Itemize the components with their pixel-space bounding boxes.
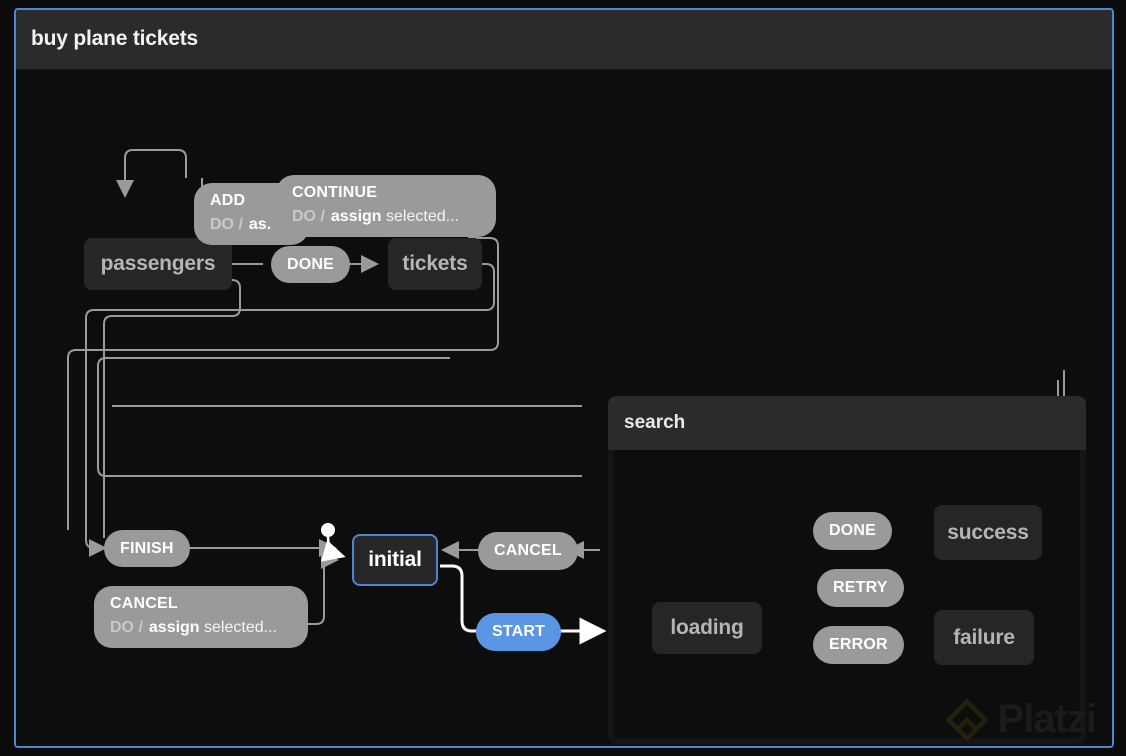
page-title: buy plane tickets bbox=[31, 27, 198, 50]
state-node-passengers[interactable]: passengers bbox=[84, 238, 232, 290]
state-node-failure[interactable]: failure bbox=[934, 610, 1034, 665]
event-label: FINISH bbox=[120, 539, 174, 557]
state-node-tickets[interactable]: tickets bbox=[388, 238, 482, 290]
state-node-success[interactable]: success bbox=[934, 505, 1042, 560]
compound-state-search[interactable]: search bbox=[608, 396, 1086, 744]
event-pill-cancel-search[interactable]: CANCEL bbox=[478, 532, 578, 570]
event-pill-finish[interactable]: FINISH bbox=[104, 530, 190, 567]
action-fn: as. bbox=[248, 216, 272, 233]
event-label: ADD bbox=[210, 192, 246, 209]
event-box-continue[interactable]: CONTINUE DO / assign selected... bbox=[276, 175, 496, 237]
compound-state-label: search bbox=[624, 412, 686, 433]
action-arg: selected... bbox=[204, 619, 277, 636]
state-label: success bbox=[947, 520, 1029, 544]
event-label: ERROR bbox=[829, 636, 888, 653]
event-pill-done-passengers[interactable]: DONE bbox=[271, 246, 351, 283]
state-node-initial[interactable]: initial bbox=[352, 534, 438, 586]
state-label: tickets bbox=[402, 252, 468, 275]
event-label: DONE bbox=[829, 522, 877, 539]
state-machine-viewer: buy plane tickets bbox=[14, 8, 1114, 748]
event-box-cancel-tickets[interactable]: CANCEL DO / assign selected... bbox=[94, 586, 308, 648]
action-keyword: DO / bbox=[110, 619, 143, 636]
event-action: DO / as. bbox=[210, 216, 293, 234]
event-label: CANCEL bbox=[494, 542, 562, 559]
event-label: RETRY bbox=[833, 579, 888, 596]
event-label: DONE bbox=[287, 255, 335, 273]
state-label: failure bbox=[953, 625, 1015, 649]
titlebar: buy plane tickets bbox=[16, 10, 1112, 70]
event-pill-retry[interactable]: RETRY bbox=[817, 569, 904, 607]
state-label: passengers bbox=[100, 252, 216, 275]
state-label: loading bbox=[670, 616, 744, 639]
action-fn: assign bbox=[330, 208, 382, 225]
compound-state-header: search bbox=[608, 396, 1086, 450]
state-label: initial bbox=[368, 548, 422, 571]
event-pill-error[interactable]: ERROR bbox=[813, 626, 904, 664]
event-action: DO / assign selected... bbox=[110, 619, 292, 637]
diagram-canvas[interactable]: passengers tickets initial search loadin… bbox=[16, 70, 1112, 746]
action-arg: selected... bbox=[386, 208, 459, 225]
event-pill-start[interactable]: START bbox=[476, 613, 562, 651]
action-keyword: DO / bbox=[210, 216, 243, 233]
event-pill-done-search[interactable]: DONE bbox=[813, 512, 893, 550]
event-label: START bbox=[492, 623, 546, 640]
event-label: CONTINUE bbox=[292, 184, 378, 201]
event-label: CANCEL bbox=[110, 595, 178, 612]
action-keyword: DO / bbox=[292, 208, 325, 225]
event-action: DO / assign selected... bbox=[292, 208, 480, 226]
state-node-loading[interactable]: loading bbox=[652, 602, 762, 654]
action-fn: assign bbox=[148, 619, 200, 636]
